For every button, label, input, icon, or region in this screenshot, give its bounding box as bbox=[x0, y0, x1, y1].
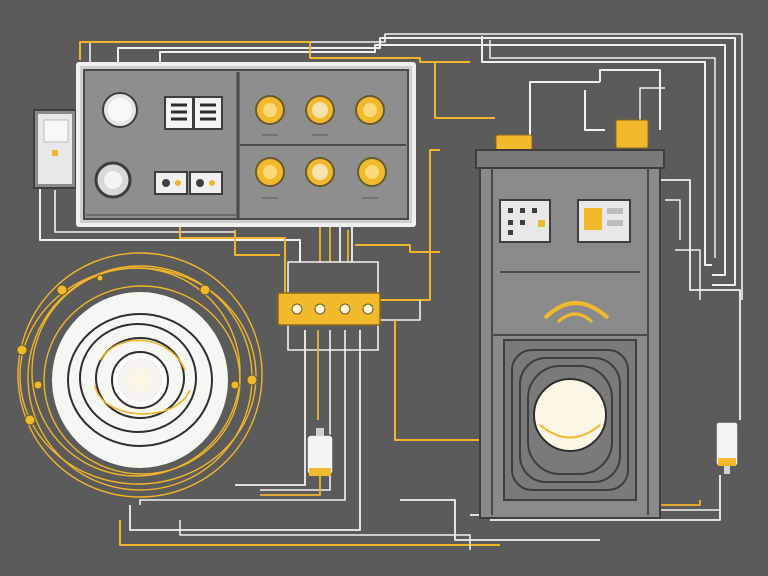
terminal-block bbox=[277, 292, 381, 326]
control-panel bbox=[76, 62, 416, 227]
wall-switch bbox=[33, 109, 77, 189]
gold-knob bbox=[255, 157, 285, 187]
cabinet-unit bbox=[475, 119, 665, 519]
gold-knob bbox=[355, 95, 385, 125]
selector-knob bbox=[94, 161, 132, 199]
indicator-panel bbox=[499, 199, 551, 243]
gold-knob bbox=[255, 95, 285, 125]
gauge-dial bbox=[102, 92, 138, 128]
speaker bbox=[503, 339, 637, 501]
gold-knob bbox=[305, 157, 335, 187]
gold-knob bbox=[357, 157, 387, 187]
meter-display bbox=[164, 96, 223, 130]
fuse bbox=[306, 428, 334, 476]
coil-motor bbox=[16, 252, 263, 498]
toggle-switches bbox=[154, 171, 223, 195]
status-display bbox=[577, 199, 631, 243]
plug-connector bbox=[715, 421, 739, 474]
gold-knob bbox=[305, 95, 335, 125]
